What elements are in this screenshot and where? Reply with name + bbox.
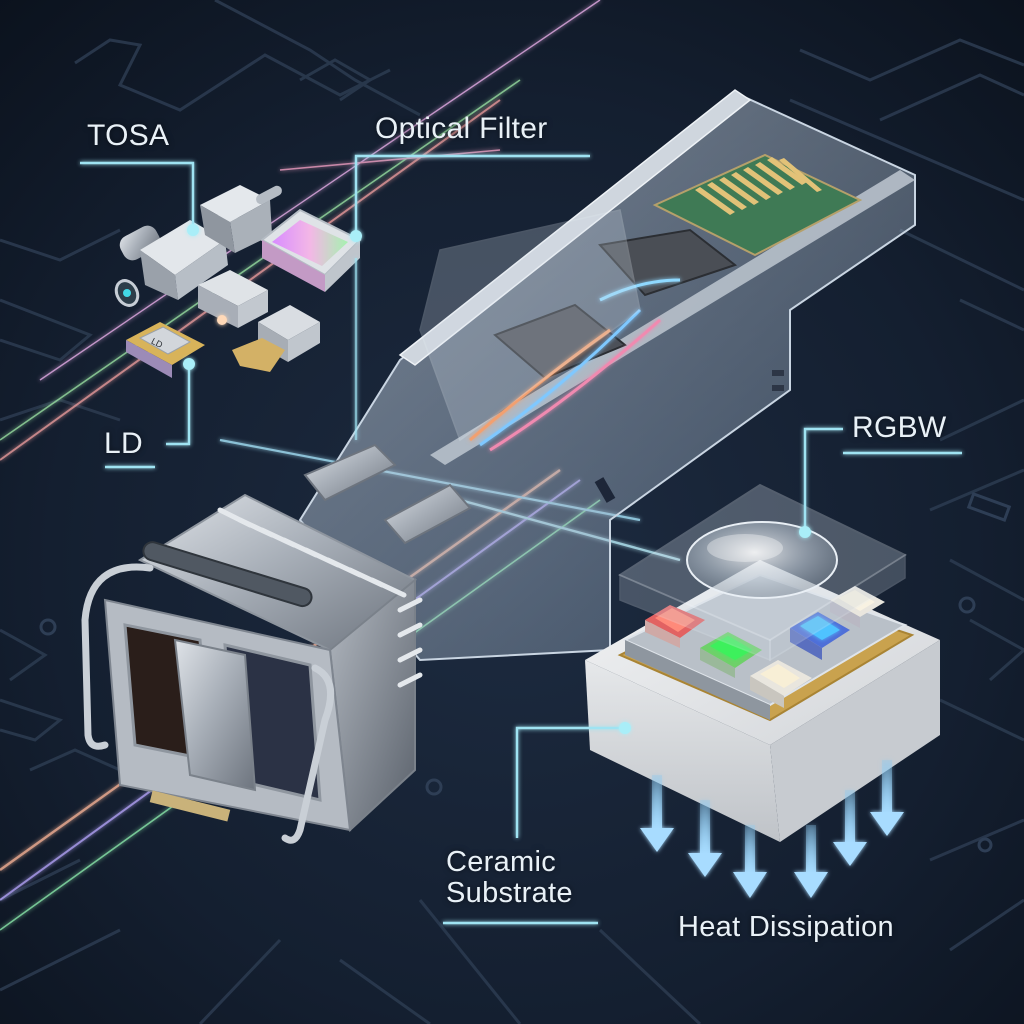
label-ceramic-substrate-line1: Ceramic: [446, 846, 557, 878]
pcb-gold-contacts: [695, 157, 822, 215]
sfp-window-front: [419, 209, 641, 442]
callout-dot-rgbw: [799, 526, 811, 538]
internal-fibers: [469, 278, 681, 452]
latch-tab-2: [383, 483, 472, 545]
small-package: [198, 270, 268, 328]
callout-lines: [80, 154, 962, 925]
bail-bar: [142, 541, 313, 608]
label-ld: LD: [104, 427, 143, 460]
ic-chip-rear: [598, 228, 738, 297]
led-chip-white-back: [830, 586, 885, 628]
label-rgbw: RGBW: [852, 411, 947, 444]
rgbw-led-package: [585, 483, 940, 842]
callout-optical-filter-line: [354, 154, 590, 236]
sfp-module: [81, 89, 916, 844]
heat-arrow-icon: [688, 800, 722, 877]
led-chip-green: [700, 632, 762, 678]
side-notch-2: [772, 385, 784, 391]
sfp-top-rail: [398, 89, 752, 366]
dome-lens: [686, 521, 838, 599]
bottom-tab: [149, 790, 231, 822]
label-optical-filter: Optical Filter: [375, 112, 548, 145]
callout-ceramic-line: [515, 726, 625, 838]
glass-cover-side: [769, 553, 906, 662]
tosa-component: [114, 185, 282, 307]
callout-ld-line: [166, 368, 191, 446]
glass-cover-front: [619, 573, 771, 662]
port-divider: [173, 638, 257, 792]
label-ceramic-substrate-line2: Substrate: [446, 877, 573, 910]
ic-chip-front: [493, 303, 627, 380]
label-ceramic-substrate: Ceramic Substrate: [446, 846, 573, 910]
heat-arrow-icon: [833, 790, 867, 866]
callout-rgbw-line: [803, 427, 843, 532]
heat-dissipation-arrows: [640, 760, 904, 898]
heat-arrow-icon: [794, 825, 828, 898]
ld-chip: LD: [126, 322, 205, 378]
label-heat-dissipation: Heat Dissipation: [678, 911, 894, 943]
ld-chip-marking: LD: [150, 336, 165, 350]
led-chip-blue: [790, 612, 850, 660]
callout-dot-ceramic: [619, 722, 631, 734]
side-notch-1: [772, 370, 784, 376]
heat-arrow-icon: [870, 760, 904, 836]
exploded-components: LD: [114, 185, 362, 378]
side-slot: [594, 477, 616, 503]
label-tosa: TOSA: [87, 119, 170, 152]
led-base-plate-edge: [625, 640, 770, 720]
laser-mount-component: [232, 305, 320, 372]
heat-arrow-icon: [733, 825, 767, 898]
dome-lens-highlight: [707, 534, 783, 562]
led-chip-white-front: [750, 660, 812, 708]
ceramic-block-side: [770, 640, 940, 842]
cage-fins: [217, 507, 423, 688]
callout-tosa-line: [80, 161, 195, 230]
optical-filter-component: [260, 208, 362, 292]
callout-dot-optical-filter: [350, 230, 362, 242]
heat-arrow-icon: [640, 775, 674, 852]
ceramic-block-front: [585, 660, 780, 842]
callout-dots: [183, 224, 811, 734]
callout-dot-ld: [183, 358, 195, 370]
latch-tab-1: [303, 443, 397, 502]
bail-wire: [81, 563, 335, 844]
circuit-pads: [39, 492, 1012, 853]
led-chip-red: [645, 605, 705, 648]
callout-dot-tosa: [187, 224, 199, 236]
